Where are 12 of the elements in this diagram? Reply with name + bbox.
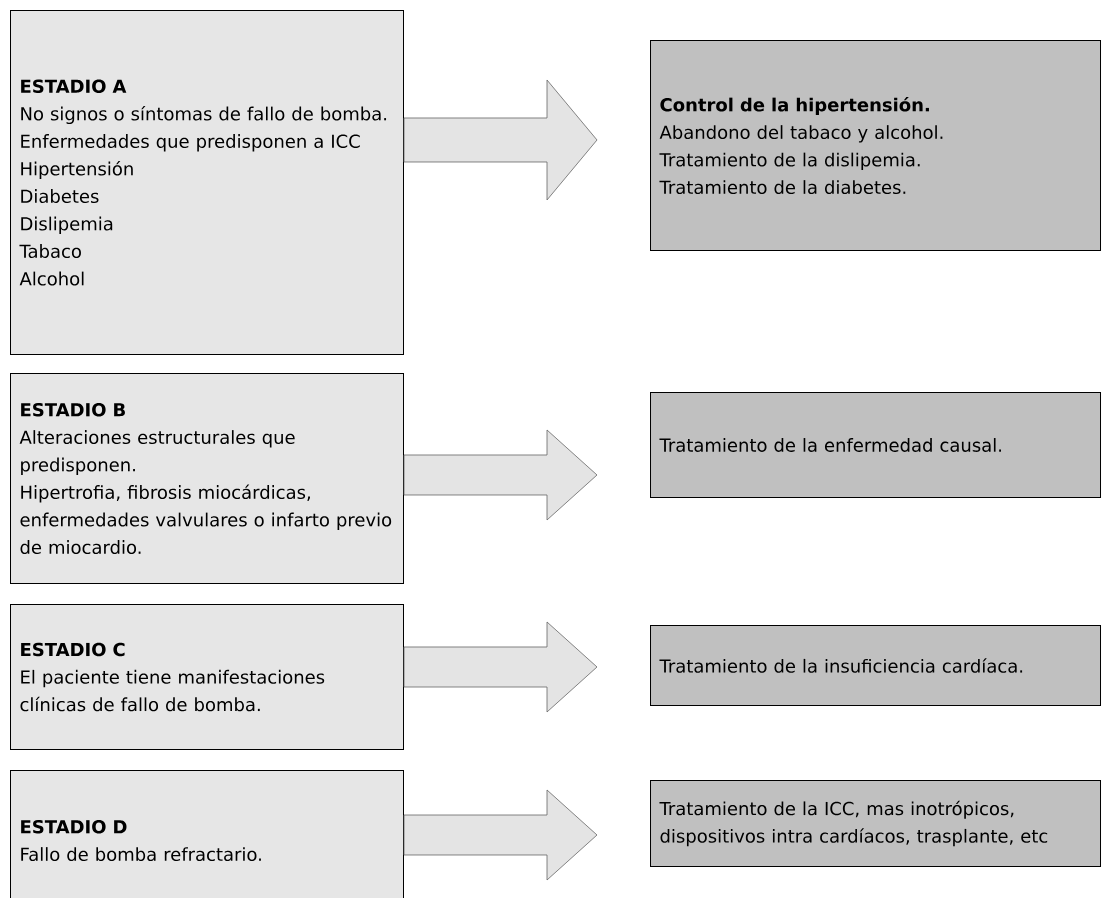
- block-arrow: [403, 621, 598, 713]
- block-arrow: [403, 789, 598, 881]
- stage-box: ESTADIO D Fallo de bomba refractario.: [10, 770, 404, 898]
- block-arrow: [403, 79, 598, 201]
- treatment-box: Control de la hipertensión. Abandono del tabaco y alcohol. Tratamiento de la dislipemia. Tratamiento de la diabetes.: [650, 40, 1101, 251]
- block-arrow: [403, 429, 598, 521]
- treatment-box: Tratamiento de la ICC, mas inotrópicos, dispositivos intra cardíacos, trasplante, etc: [650, 780, 1101, 867]
- treatment-box: Tratamiento de la insuficiencia cardíaca.: [650, 625, 1101, 706]
- stage-box: ESTADIO C El paciente tiene manifestaciones clínicas de fallo de bomba.: [10, 604, 404, 750]
- stage-box: ESTADIO A No signos o síntomas de fallo de bomba. Enfermedades que predisponen a ICC Hipertensión Diabetes Dislipemia Tabaco Alcohol: [10, 10, 404, 355]
- treatment-box: Tratamiento de la enfermedad causal.: [650, 392, 1101, 498]
- stage-box: ESTADIO B Alteraciones estructurales que predisponen. Hipertrofia, fibrosis miocárdicas, enfermedades valvulares o infarto previo de miocardio.: [10, 373, 404, 584]
